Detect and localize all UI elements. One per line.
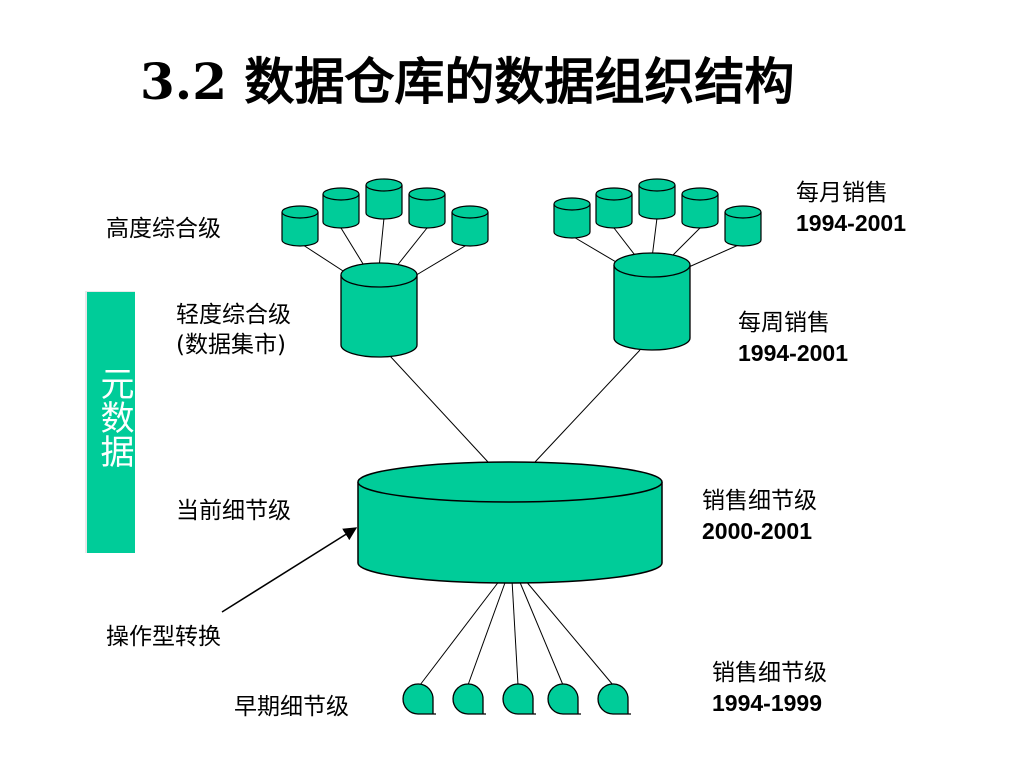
page-title: 3.2 数据仓库的数据组织结构	[140, 52, 795, 111]
highly-summarized-right-group	[553, 178, 762, 247]
weekly-sales-years: 1994-2001	[738, 340, 848, 366]
early-sales-detail-name: 销售细节级	[712, 660, 827, 686]
archive-disk-icon	[452, 683, 486, 715]
current-sales-detail-years: 2000-2001	[702, 518, 812, 544]
database-cylinder-icon	[365, 178, 403, 220]
monthly-sales-annotation: 每月销售 1994-2001	[796, 178, 906, 238]
database-cylinder-icon	[638, 178, 676, 220]
lightly-summarized-label-line1: 轻度综合级	[176, 302, 291, 328]
operational-transform-label: 操作型转换	[106, 624, 221, 650]
early-detail-archives	[402, 683, 631, 715]
lightly-summarized-label: 轻度综合级 (数据集市)	[176, 300, 291, 360]
arrow-icon	[221, 527, 358, 613]
metadata-box: 元数据	[85, 291, 135, 553]
database-cylinder-icon	[451, 205, 489, 247]
early-sales-detail-annotation: 销售细节级 1994-1999	[712, 658, 827, 718]
early-sales-detail-years: 1994-1999	[712, 690, 822, 716]
lightly-summarized-left-cylinder	[340, 262, 418, 358]
database-cylinder-icon	[322, 187, 360, 229]
current-detail-label: 当前细节级	[176, 498, 291, 524]
weekly-sales-name: 每周销售	[738, 310, 830, 336]
monthly-sales-years: 1994-2001	[796, 210, 906, 236]
current-detail-cylinder	[357, 461, 663, 584]
database-cylinder-icon	[595, 187, 633, 229]
lightly-summarized-right-cylinder	[613, 252, 691, 351]
database-cylinder-icon	[681, 187, 719, 229]
highly-summarized-label: 高度综合级	[106, 216, 221, 242]
archive-connectors	[419, 579, 614, 686]
highly-summarized-left-group	[281, 178, 489, 247]
monthly-sales-name: 每月销售	[796, 180, 888, 206]
database-cylinder-icon	[724, 205, 762, 247]
archive-disk-icon	[597, 683, 631, 715]
weekly-sales-annotation: 每周销售 1994-2001	[738, 308, 848, 368]
current-sales-detail-annotation: 销售细节级 2000-2001	[702, 486, 817, 546]
database-cylinder-icon	[281, 205, 319, 247]
lightly-summarized-label-line2: (数据集市)	[176, 332, 286, 358]
archive-disk-icon	[547, 683, 581, 715]
current-sales-detail-name: 销售细节级	[702, 488, 817, 514]
metadata-label: 元数据	[94, 366, 134, 468]
database-cylinder-icon	[553, 197, 591, 239]
summary-connectors	[389, 349, 641, 463]
early-detail-label: 早期细节级	[234, 694, 349, 720]
archive-disk-icon	[402, 683, 436, 715]
archive-disk-icon	[502, 683, 536, 715]
database-cylinder-icon	[408, 187, 446, 229]
